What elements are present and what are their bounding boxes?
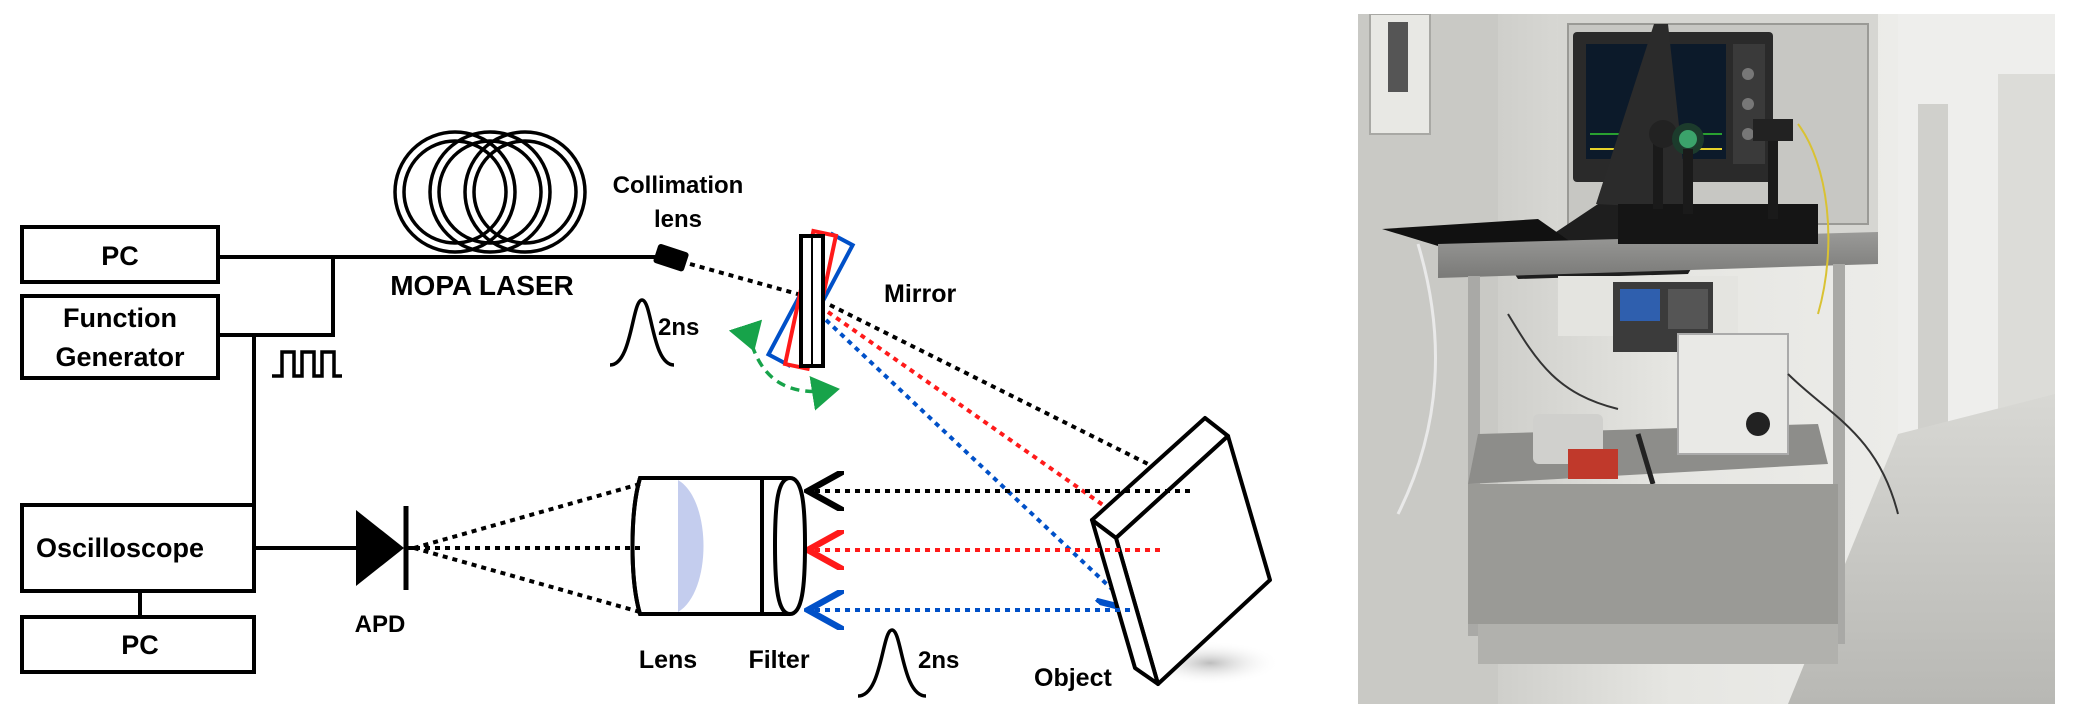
pc-bottom-box: PC bbox=[20, 615, 256, 674]
rotation-arrow-icon bbox=[728, 319, 840, 411]
function-generator-label-2: Generator bbox=[55, 342, 185, 372]
collimation-lens-icon bbox=[653, 244, 689, 272]
square-pulse-icon bbox=[272, 350, 342, 378]
pc-top-label: PC bbox=[101, 241, 139, 271]
collimation-label-1: Collimation bbox=[613, 172, 744, 199]
fiber-coil-icon bbox=[393, 130, 587, 254]
mirror-icon bbox=[765, 228, 856, 372]
object-label: Object bbox=[1034, 664, 1112, 692]
lab-setup-photo bbox=[1358, 14, 2055, 704]
beam-incident bbox=[689, 262, 813, 300]
function-generator-label-1: Function bbox=[63, 303, 177, 333]
oscilloscope-box: Oscilloscope bbox=[20, 503, 256, 593]
filter-label: Filter bbox=[748, 646, 809, 674]
apd-label: APD bbox=[355, 611, 406, 638]
gaussian-pulse-top-icon bbox=[609, 298, 675, 367]
pc-bottom-label: PC bbox=[121, 630, 159, 660]
pulse-width-bottom-label: 2ns bbox=[918, 647, 959, 674]
lens-icon bbox=[630, 476, 764, 616]
function-generator-box: Function Generator bbox=[20, 294, 220, 380]
pulse-width-top-label: 2ns bbox=[658, 314, 699, 341]
wiring bbox=[138, 255, 665, 617]
object-icon bbox=[1090, 416, 1272, 686]
lens-label: Lens bbox=[639, 646, 697, 674]
pc-top-box: PC bbox=[20, 225, 220, 284]
oscilloscope-label: Oscilloscope bbox=[36, 533, 204, 563]
beam-reflected-blue bbox=[824, 318, 1132, 608]
gaussian-pulse-bottom-icon bbox=[857, 628, 927, 698]
setup-schematic: PC Function Generator Oscilloscope PC MO… bbox=[20, 130, 1280, 698]
filter-icon bbox=[760, 476, 808, 616]
mopa-laser-label: MOPA LASER bbox=[390, 270, 574, 301]
beam-reflected-black bbox=[829, 303, 1188, 484]
focused-beams bbox=[413, 482, 641, 614]
beam-reflected-red bbox=[826, 310, 1160, 545]
mirror-label: Mirror bbox=[884, 280, 957, 308]
lab-setup-photo-icon bbox=[1358, 14, 2055, 704]
collimation-label-2: lens bbox=[654, 206, 702, 233]
apd-icon bbox=[356, 506, 414, 590]
